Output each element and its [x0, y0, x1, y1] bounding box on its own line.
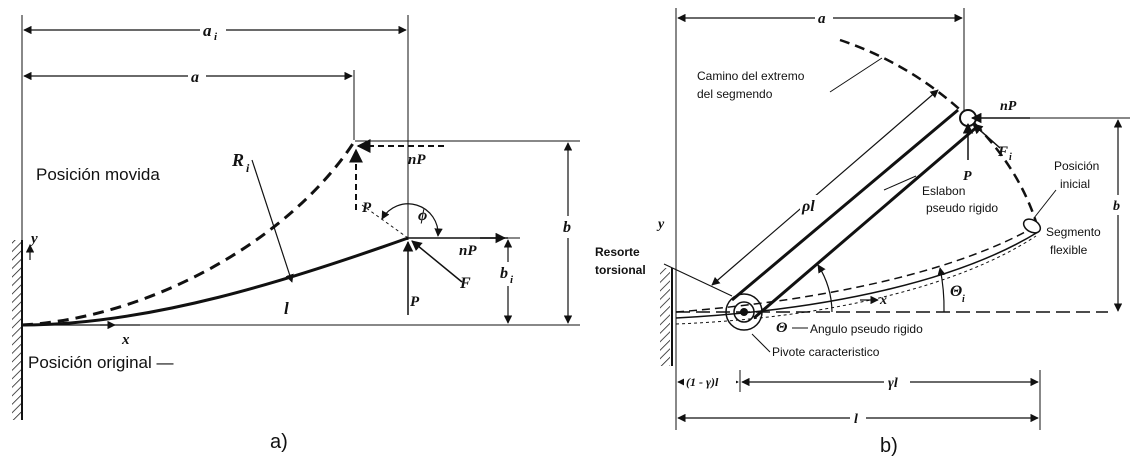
label-one-minus-gamma: (1 - γ)l — [686, 375, 719, 389]
label-ri: R — [231, 150, 244, 170]
label-y-a: y — [29, 231, 38, 247]
dim-a-label: a — [191, 69, 199, 86]
beam-deflected — [21, 236, 409, 327]
dim-rho-l — [711, 89, 939, 286]
pivot-dot — [740, 308, 748, 316]
label-gamma-l: γl — [888, 376, 898, 391]
label-link: Eslabon — [922, 184, 965, 198]
phi-arc — [381, 203, 443, 237]
spring-inner — [733, 301, 755, 323]
link-leader — [883, 175, 917, 191]
panel-b: a Camino del extremo del segmendo ρl nP … — [595, 8, 1130, 456]
dim-ai-label: a — [203, 21, 212, 40]
label-y-b: y — [656, 217, 665, 232]
label-initial-2: inicial — [1060, 177, 1090, 191]
label-segment-2: flexible — [1050, 243, 1088, 257]
theta-i-arc — [937, 267, 946, 313]
label-bi-sub: i — [510, 274, 514, 286]
label-np-mid: nP — [459, 243, 477, 259]
spring-leader — [663, 263, 733, 297]
label-pivot: Pivote caracteristico — [772, 345, 880, 359]
label-l-a: l — [284, 299, 289, 318]
flexible-tip — [1022, 218, 1042, 234]
label-np-b: nP — [1000, 99, 1017, 114]
wall-hatch-a — [12, 240, 22, 420]
label-fi-sub: i — [1009, 152, 1012, 163]
label-link-2: pseudo rigido — [926, 201, 998, 215]
label-spring: Resorte — [595, 245, 640, 259]
label-posicion-movida: Posición movida — [36, 165, 160, 184]
label-phi: ϕ — [418, 207, 427, 224]
caption-b: b) — [880, 435, 898, 456]
label-np-top: nP — [408, 152, 426, 168]
label-ri-sub: i — [246, 161, 250, 175]
caption-a: a) — [270, 431, 288, 453]
f-arrow — [411, 240, 463, 283]
pivot-leader — [751, 333, 771, 353]
label-initial: Posición — [1054, 159, 1099, 173]
label-spring-2: torsional — [595, 263, 646, 277]
label-fi: F — [997, 144, 1008, 160]
label-b-a: b — [563, 219, 571, 236]
flexible-initial-dashed — [675, 225, 1037, 313]
label-bi: b — [500, 265, 508, 282]
dim-ai-sub: i — [214, 31, 218, 43]
flexible-outline — [675, 235, 1037, 325]
label-p-b: P — [963, 169, 972, 184]
label-p-bottom: P — [410, 294, 420, 310]
label-posicion-original: Posición original — — [28, 353, 174, 372]
label-x-a: x — [121, 332, 130, 348]
wall-hatch-b — [660, 268, 670, 366]
tangent-dashed — [361, 204, 409, 239]
fi-arrow — [972, 123, 1001, 149]
label-theta-i: Θ — [950, 283, 962, 300]
flexible-segment — [675, 231, 1039, 319]
label-theta-i-sub: i — [962, 294, 965, 305]
panel-a: a i a R i l x y Posición movida Posición… — [12, 15, 580, 453]
label-x-b: x — [879, 293, 887, 308]
label-rho-l: ρl — [801, 198, 815, 215]
tip-path-arc — [839, 38, 1038, 223]
spring-outer — [725, 293, 763, 331]
label-path-2: del segmendo — [697, 87, 773, 101]
label-b-b: b — [1113, 199, 1120, 214]
link-line-2 — [753, 124, 979, 320]
label-l-b: l — [854, 412, 858, 427]
theta-arc — [817, 264, 833, 313]
initial-leader — [1033, 189, 1057, 219]
label-path: Camino del extremo — [697, 69, 805, 83]
label-segment: Segmento — [1046, 225, 1101, 239]
path-leader — [829, 57, 883, 93]
label-theta-desc: Angulo pseudo rigido — [810, 322, 923, 336]
label-theta: Θ — [776, 320, 788, 336]
beam-moved-dashed — [21, 141, 356, 327]
label-f: F — [459, 275, 471, 292]
ri-arrow — [251, 159, 294, 283]
label-a-b: a — [818, 11, 826, 27]
